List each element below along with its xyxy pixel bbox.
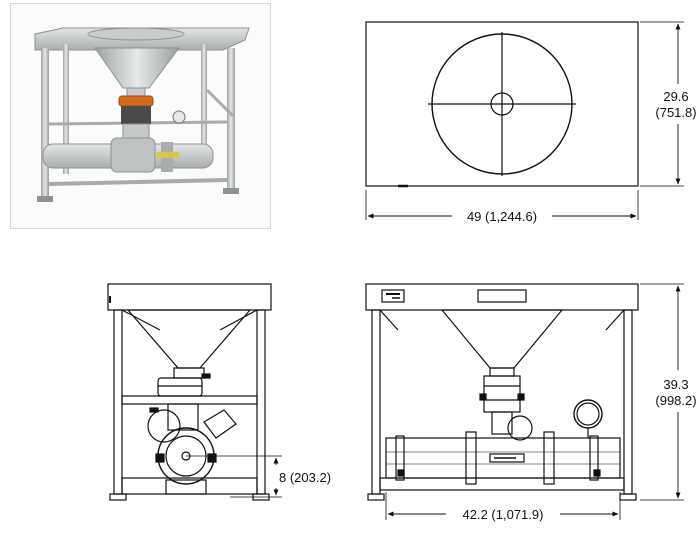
side-view <box>107 283 282 501</box>
top-width-label: 49 (1,244.6) <box>467 209 537 224</box>
front-flow-label <box>489 453 525 463</box>
front-flange-right <box>543 431 555 485</box>
front-height-mm-label: (998.2) <box>655 393 696 408</box>
front-leg-right <box>623 309 633 495</box>
front-table-top <box>365 283 639 311</box>
front-valve-body <box>483 375 521 413</box>
front-width-label: 42.2 (1,071.9) <box>463 507 544 522</box>
top-view <box>365 21 684 220</box>
front-height-in-label: 39.3 <box>663 377 688 392</box>
top-depth-mm-label: (751.8) <box>655 105 696 120</box>
side-hopper <box>126 309 252 369</box>
side-table-top <box>107 283 272 311</box>
side-leg-right <box>256 309 266 495</box>
front-pressure-gauge <box>573 399 603 429</box>
side-leg-left <box>113 309 123 495</box>
product-photo <box>10 3 271 229</box>
front-base-frame <box>379 477 625 491</box>
product-photo-illustration <box>34 27 250 202</box>
front-logo-plate <box>381 289 405 303</box>
side-crossbar <box>121 395 258 405</box>
side-pump-height-label: 8 (203.2) <box>279 470 331 485</box>
front-hopper <box>440 309 564 369</box>
front-flange-left <box>465 431 477 485</box>
top-depth-in-label: 29.6 <box>663 89 688 104</box>
front-view <box>365 283 684 520</box>
front-motor <box>507 415 533 441</box>
side-gauge-arm <box>203 409 237 439</box>
side-motor <box>147 409 181 443</box>
front-nameplate <box>477 289 527 303</box>
top-view-outline <box>365 21 639 187</box>
front-leg-left <box>371 309 381 495</box>
